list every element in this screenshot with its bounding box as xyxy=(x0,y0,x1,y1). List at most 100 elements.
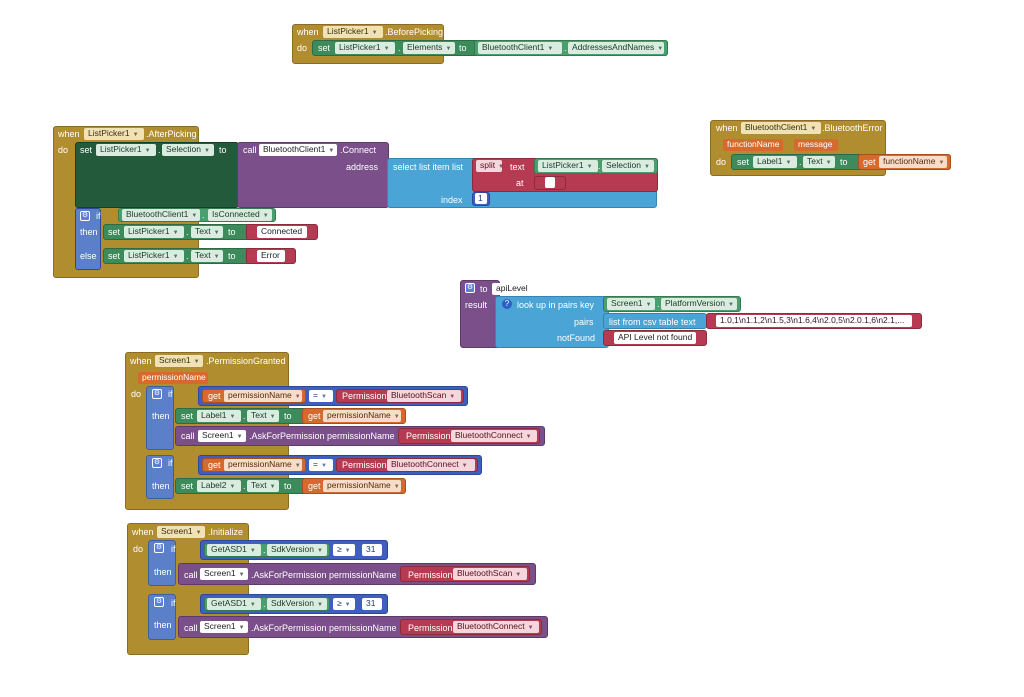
property-dropdown[interactable]: Text▼ xyxy=(191,250,223,262)
operator-dropdown[interactable]: ≥▼ xyxy=(333,544,355,556)
component-dropdown[interactable]: Screen1▼ xyxy=(157,526,205,538)
property-dropdown[interactable]: SdkVersion▼ xyxy=(267,544,327,556)
dot-label: . xyxy=(263,545,266,555)
component-dropdown[interactable]: Screen1▼ xyxy=(200,568,248,580)
component-dropdown[interactable]: GetASD1▼ xyxy=(207,544,261,556)
text-string-value[interactable] xyxy=(545,177,555,188)
permission-label: Permission xyxy=(408,623,453,633)
component-dropdown[interactable]: BluetoothClient1▼ xyxy=(478,42,562,54)
lookup-in-pairs-block[interactable] xyxy=(495,296,609,348)
number-value[interactable]: 31 xyxy=(362,598,382,610)
get-label: get xyxy=(308,411,321,421)
set-label: set xyxy=(181,411,194,421)
mutator-gear-icon[interactable]: ⚙ xyxy=(80,211,90,221)
component-dropdown[interactable]: Screen1▼ xyxy=(155,355,203,367)
property-dropdown[interactable]: IsConnected▼ xyxy=(208,209,272,221)
component-dropdown[interactable]: BluetoothClient1▼ xyxy=(741,122,821,134)
operator-dropdown[interactable]: =▼ xyxy=(309,459,333,471)
permission-dropdown[interactable]: BluetoothConnect▼ xyxy=(451,430,537,442)
mutator-gear-icon[interactable]: ⚙ xyxy=(154,597,164,607)
dot-label: . xyxy=(598,161,601,171)
mutator-gear-icon[interactable]: ⚙ xyxy=(154,543,164,553)
component-dropdown[interactable]: ListPicker1▼ xyxy=(96,144,156,156)
component-dropdown[interactable]: Label1▼ xyxy=(753,156,797,168)
component-dropdown[interactable]: ListPicker1▼ xyxy=(335,42,395,54)
variable-dropdown[interactable]: functionName▼ xyxy=(879,156,947,168)
text-string-value[interactable]: Error xyxy=(257,250,285,262)
component-dropdown[interactable]: ListPicker1▼ xyxy=(323,26,383,38)
event-name: .BeforePicking xyxy=(385,27,444,37)
do-label: do xyxy=(716,157,727,167)
number-value[interactable]: 31 xyxy=(362,544,382,556)
dot-label: . xyxy=(398,43,401,53)
text-string-value[interactable]: 1.0,1\n1.1,2\n1.5,3\n1.6,4\n2.0,5\n2.0.1… xyxy=(716,315,912,327)
variable-dropdown[interactable]: permissionName▼ xyxy=(224,459,302,471)
method-name: .AskForPermission xyxy=(249,431,325,441)
permission-label: Permission xyxy=(408,570,453,580)
select-list-item-label: select list item list xyxy=(393,162,464,172)
set-label: set xyxy=(80,145,93,155)
component-dropdown[interactable]: ListPicker1▼ xyxy=(124,250,184,262)
permission-dropdown[interactable]: BluetoothConnect▼ xyxy=(387,459,475,471)
property-dropdown[interactable]: Text▼ xyxy=(247,480,279,492)
property-dropdown[interactable]: PlatformVersion▼ xyxy=(661,298,737,310)
component-dropdown[interactable]: Label2▼ xyxy=(197,480,241,492)
call-label: call xyxy=(181,431,195,441)
component-dropdown[interactable]: Screen1▼ xyxy=(198,430,246,442)
variable-dropdown[interactable]: permissionName▼ xyxy=(224,390,302,402)
procedure-name-field[interactable]: apiLevel xyxy=(492,283,532,295)
if-label: if xyxy=(171,598,176,608)
event-parameter[interactable]: functionName xyxy=(723,139,783,151)
method-name: .AskForPermission xyxy=(251,570,327,580)
split-dropdown[interactable]: split▼ xyxy=(476,160,504,172)
text-string-value[interactable]: API Level not found xyxy=(614,332,696,344)
permission-label: Permission xyxy=(342,460,387,470)
index-socket-label: index xyxy=(441,195,463,205)
get-label: get xyxy=(863,157,876,167)
pairs-label: pairs xyxy=(574,317,594,327)
operator-dropdown[interactable]: ≥▼ xyxy=(333,598,355,610)
get-label: get xyxy=(208,391,221,401)
property-dropdown[interactable]: Elements▼ xyxy=(403,42,455,54)
property-dropdown[interactable]: Selection▼ xyxy=(162,144,214,156)
property-dropdown[interactable]: SdkVersion▼ xyxy=(267,598,327,610)
permission-dropdown[interactable]: BluetoothScan▼ xyxy=(453,568,527,580)
component-dropdown[interactable]: Screen1▼ xyxy=(607,298,655,310)
text-string-value[interactable]: Connected xyxy=(257,226,307,238)
component-dropdown[interactable]: ListPicker1▼ xyxy=(84,128,144,140)
component-dropdown[interactable]: ListPicker1▼ xyxy=(124,226,184,238)
component-dropdown[interactable]: ListPicker1▼ xyxy=(538,160,598,172)
property-dropdown[interactable]: Selection▼ xyxy=(602,160,654,172)
property-dropdown[interactable]: AddressesAndNames▼ xyxy=(568,42,664,54)
when-label: when xyxy=(716,123,738,133)
number-value[interactable]: 1 xyxy=(475,193,487,204)
permission-dropdown[interactable]: BluetoothConnect▼ xyxy=(453,621,539,633)
help-icon[interactable]: ? xyxy=(502,299,512,309)
variable-dropdown[interactable]: permissionName▼ xyxy=(323,480,401,492)
component-dropdown[interactable]: GetASD1▼ xyxy=(207,598,261,610)
component-dropdown[interactable]: BluetoothClient1▼ xyxy=(122,209,200,221)
operator-dropdown[interactable]: =▼ xyxy=(309,390,333,402)
mutator-gear-icon[interactable]: ⚙ xyxy=(465,283,475,293)
event-parameter[interactable]: message xyxy=(794,139,838,151)
variable-dropdown[interactable]: permissionName▼ xyxy=(323,410,401,422)
component-dropdown[interactable]: Label1▼ xyxy=(197,410,241,422)
event-parameter[interactable]: permissionName xyxy=(138,372,208,384)
then-label: then xyxy=(154,567,172,577)
to-label: to xyxy=(284,411,292,421)
dot-label: . xyxy=(243,481,246,491)
permission-dropdown[interactable]: BluetoothScan▼ xyxy=(387,390,461,402)
do-label: do xyxy=(133,544,144,554)
then-label: then xyxy=(152,411,170,421)
mutator-gear-icon[interactable]: ⚙ xyxy=(152,458,162,468)
component-dropdown[interactable]: BluetoothClient1▼ xyxy=(259,144,337,156)
when-label: when xyxy=(132,527,154,537)
property-dropdown[interactable]: Text▼ xyxy=(803,156,835,168)
mutator-gear-icon[interactable]: ⚙ xyxy=(152,389,162,399)
then-label: then xyxy=(80,227,98,237)
if-label: if xyxy=(168,458,173,468)
property-dropdown[interactable]: Text▼ xyxy=(191,226,223,238)
property-dropdown[interactable]: Text▼ xyxy=(247,410,279,422)
component-dropdown[interactable]: Screen1▼ xyxy=(200,621,248,633)
